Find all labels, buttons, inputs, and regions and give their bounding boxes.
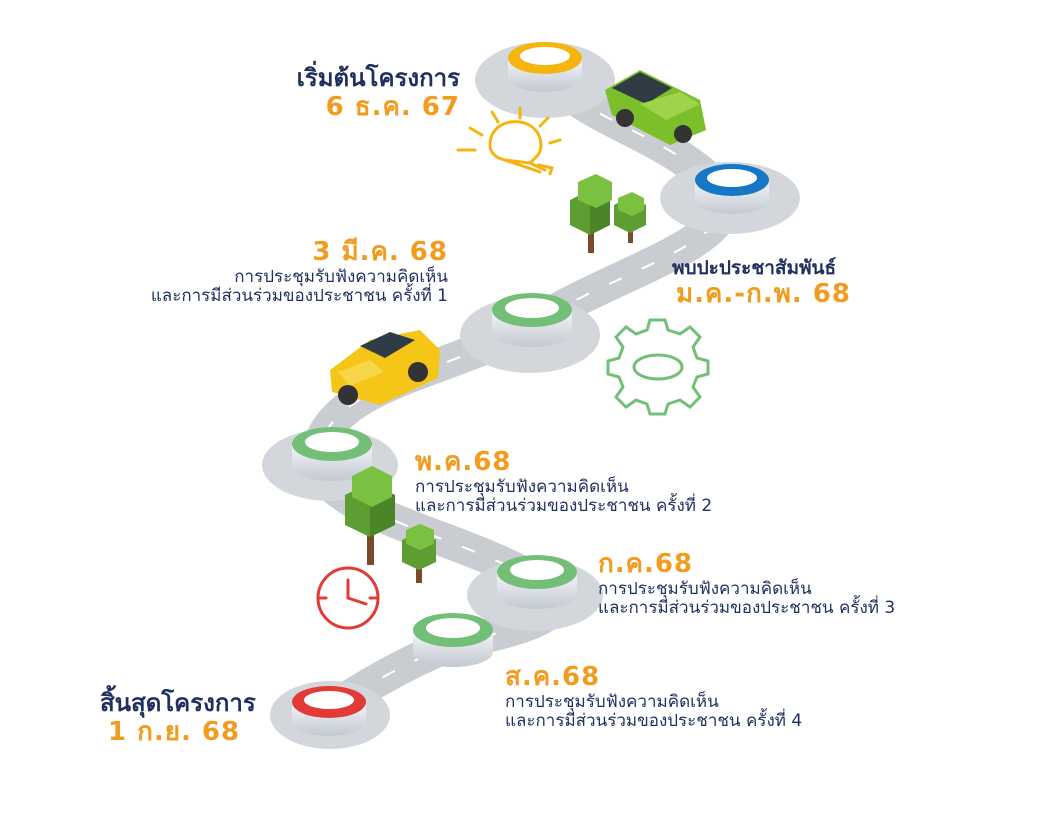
milestone-title: สิ้นสุดโครงการ [100, 689, 256, 717]
milestone-meeting1: 3 มี.ค. 68 การประชุมรับฟังความคิดเห็น แล… [60, 237, 448, 307]
milestone-date: พ.ค.68 [415, 447, 512, 477]
milestone-desc-line2: และการมีส่วนร่วมของประชาชน ครั้งที่ 4 [505, 711, 803, 732]
milestone-title: พบปะประชาสัมพันธ์ [672, 257, 837, 279]
car-icon [605, 70, 706, 145]
podium-pr [695, 164, 769, 214]
milestone-date: ม.ค.-ก.พ. 68 [676, 278, 851, 309]
lightbulb-icon [456, 106, 562, 176]
milestone-title: เริ่มต้นโครงการ [296, 64, 460, 92]
podium-meeting3 [497, 555, 577, 609]
milestone-meeting4: ส.ค.68 การประชุมรับฟังความคิดเห็น และการ… [505, 662, 803, 732]
gear-icon [606, 318, 710, 416]
milestone-end: สิ้นสุดโครงการ 1 ก.ย. 68 [100, 689, 256, 747]
milestone-start: เริ่มต้นโครงการ 6 ธ.ค. 67 [250, 64, 460, 122]
milestone-desc-line2: และการมีส่วนร่วมของประชาชน ครั้งที่ 3 [598, 598, 896, 619]
car-icon [330, 330, 440, 405]
milestone-date: 1 ก.ย. 68 [108, 716, 241, 747]
milestone-desc-line1: การประชุมรับฟังความคิดเห็น [415, 476, 629, 497]
milestone-meeting2: พ.ค.68 การประชุมรับฟังความคิดเห็น และการ… [415, 447, 713, 517]
podium-meeting1 [492, 293, 572, 347]
podium-meeting4 [413, 613, 493, 667]
milestone-desc-line2: และการมีส่วนร่วมของประชาชน ครั้งที่ 1 [150, 286, 448, 307]
milestone-pr: พบปะประชาสัมพันธ์ ม.ค.-ก.พ. 68 [672, 257, 851, 310]
milestone-desc-line1: การประชุมรับฟังความคิดเห็น [505, 691, 719, 712]
tree-icon [570, 174, 646, 253]
podium-start [508, 42, 582, 92]
milestone-meeting3: ก.ค.68 การประชุมรับฟังความคิดเห็น และการ… [598, 549, 896, 619]
milestone-date: 6 ธ.ค. 67 [325, 91, 460, 122]
milestone-date: ส.ค.68 [505, 662, 601, 692]
podium-end [292, 686, 366, 736]
milestone-desc-line1: การประชุมรับฟังความคิดเห็น [598, 578, 812, 599]
podium-meeting2 [292, 427, 372, 481]
milestone-date: ก.ค.68 [598, 549, 694, 579]
clock-icon [316, 566, 380, 630]
milestone-desc-line1: การประชุมรับฟังความคิดเห็น [234, 266, 448, 287]
milestone-desc-line2: และการมีส่วนร่วมของประชาชน ครั้งที่ 2 [415, 496, 713, 517]
tree-icon [345, 466, 436, 583]
milestone-date: 3 มี.ค. 68 [312, 237, 448, 267]
